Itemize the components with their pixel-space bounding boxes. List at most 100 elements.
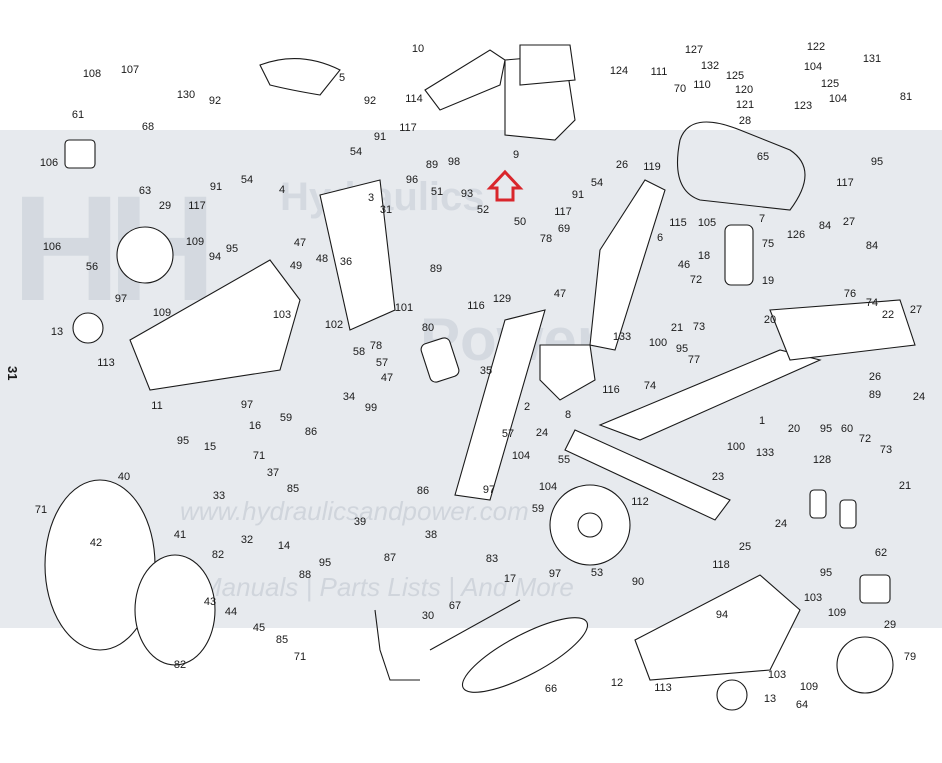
pedal-right bbox=[859, 574, 891, 604]
part-callout: 73 bbox=[693, 321, 705, 333]
part-callout: 52 bbox=[477, 204, 489, 216]
part-callout: 42 bbox=[90, 537, 102, 549]
part-callout: 59 bbox=[280, 412, 292, 424]
part-callout: 95 bbox=[676, 343, 688, 355]
part-callout: 72 bbox=[690, 274, 702, 286]
part-callout: 46 bbox=[678, 259, 690, 271]
part-callout: 113 bbox=[97, 357, 115, 369]
svg-text:H: H bbox=[12, 164, 120, 332]
part-callout: 80 bbox=[422, 322, 434, 334]
part-callout: 15 bbox=[204, 441, 216, 453]
part-callout: 103 bbox=[804, 592, 822, 604]
part-callout: 91 bbox=[572, 189, 584, 201]
part-callout: 119 bbox=[643, 161, 661, 173]
part-callout: 117 bbox=[399, 122, 417, 134]
part-callout: 133 bbox=[756, 447, 774, 459]
part-callout: 91 bbox=[374, 131, 386, 143]
part-callout: 96 bbox=[406, 174, 418, 186]
part-callout: 4 bbox=[279, 184, 285, 196]
part-callout: 121 bbox=[736, 99, 754, 111]
part-callout: 116 bbox=[467, 300, 485, 312]
part-callout: 117 bbox=[836, 177, 854, 189]
part-callout: 95 bbox=[820, 423, 832, 435]
part-callout: 77 bbox=[688, 354, 700, 366]
part-callout: 129 bbox=[493, 293, 511, 305]
part-callout: 26 bbox=[869, 371, 881, 383]
part-callout: 74 bbox=[644, 380, 656, 392]
slider-35 bbox=[420, 337, 460, 383]
watermark-url: www.hydraulicsandpower.com bbox=[180, 496, 529, 526]
part-callout: 45 bbox=[253, 622, 265, 634]
part-callout: 100 bbox=[727, 441, 745, 453]
seat-saddle bbox=[259, 58, 341, 96]
part-callout: 94 bbox=[209, 251, 221, 263]
part-callout: 132 bbox=[701, 60, 719, 72]
pedal-left bbox=[64, 139, 96, 169]
part-callout: 3 bbox=[368, 192, 374, 204]
part-callout: 69 bbox=[558, 223, 570, 235]
part-callout: 89 bbox=[426, 159, 438, 171]
part-callout: 95 bbox=[226, 243, 238, 255]
part-callout: 66 bbox=[545, 683, 557, 695]
part-callout: 67 bbox=[449, 600, 461, 612]
part-callout: 84 bbox=[866, 240, 878, 252]
part-callout: 61 bbox=[72, 109, 84, 121]
part-callout: 54 bbox=[241, 174, 253, 186]
part-callout: 22 bbox=[882, 309, 894, 321]
part-callout: 49 bbox=[290, 260, 302, 272]
part-callout: 104 bbox=[512, 450, 530, 462]
part-callout: 95 bbox=[319, 557, 331, 569]
part-callout: 86 bbox=[305, 426, 317, 438]
part-callout: 88 bbox=[299, 569, 311, 581]
part-callout: 19 bbox=[762, 275, 774, 287]
part-callout: 17 bbox=[504, 573, 516, 585]
part-callout: 133 bbox=[613, 331, 631, 343]
part-callout: 95 bbox=[820, 567, 832, 579]
part-callout: 101 bbox=[395, 302, 413, 314]
part-callout: 114 bbox=[405, 93, 423, 105]
part-callout: 117 bbox=[188, 200, 206, 212]
part-callout: 41 bbox=[174, 529, 186, 541]
upright-post bbox=[589, 179, 666, 351]
right-disc bbox=[716, 679, 748, 711]
part-callout: 82 bbox=[174, 659, 186, 671]
part-callout: 12 bbox=[611, 677, 623, 689]
part-callout: 75 bbox=[762, 238, 774, 250]
part-callout: 57 bbox=[502, 428, 514, 440]
part-callout: 83 bbox=[486, 553, 498, 565]
part-callout: 116 bbox=[602, 384, 620, 396]
part-callout: 126 bbox=[787, 229, 805, 241]
part-callout: 113 bbox=[654, 682, 672, 694]
part-callout: 55 bbox=[558, 454, 570, 466]
part-callout: 24 bbox=[775, 518, 787, 530]
tablet-tray bbox=[424, 49, 506, 111]
part-callout: 107 bbox=[121, 64, 139, 76]
part-callout: 106 bbox=[43, 241, 61, 253]
part-callout: 123 bbox=[794, 100, 812, 112]
part-callout: 57 bbox=[376, 357, 388, 369]
brake-assembly bbox=[539, 344, 596, 401]
spring-boot bbox=[724, 224, 754, 286]
dumbbell-a bbox=[809, 489, 827, 519]
part-callout: 127 bbox=[685, 44, 703, 56]
part-callout: 105 bbox=[698, 217, 716, 229]
part-callout: 74 bbox=[866, 297, 878, 309]
part-callout: 34 bbox=[343, 391, 355, 403]
part-callout: 97 bbox=[115, 293, 127, 305]
part-callout: 73 bbox=[880, 444, 892, 456]
part-callout: 65 bbox=[757, 151, 769, 163]
part-callout: 51 bbox=[431, 186, 443, 198]
part-callout: 29 bbox=[884, 619, 896, 631]
part-callout: 91 bbox=[210, 181, 222, 193]
part-callout: 21 bbox=[671, 322, 683, 334]
part-callout: 48 bbox=[316, 253, 328, 265]
cable-67 bbox=[429, 599, 521, 651]
part-callout: 70 bbox=[674, 83, 686, 95]
part-callout: 21 bbox=[899, 480, 911, 492]
part-callout: 93 bbox=[461, 188, 473, 200]
part-callout: 71 bbox=[35, 504, 47, 516]
part-callout: 9 bbox=[513, 149, 519, 161]
power-cord bbox=[374, 609, 420, 681]
part-callout: 59 bbox=[532, 503, 544, 515]
part-callout: 109 bbox=[800, 681, 818, 693]
